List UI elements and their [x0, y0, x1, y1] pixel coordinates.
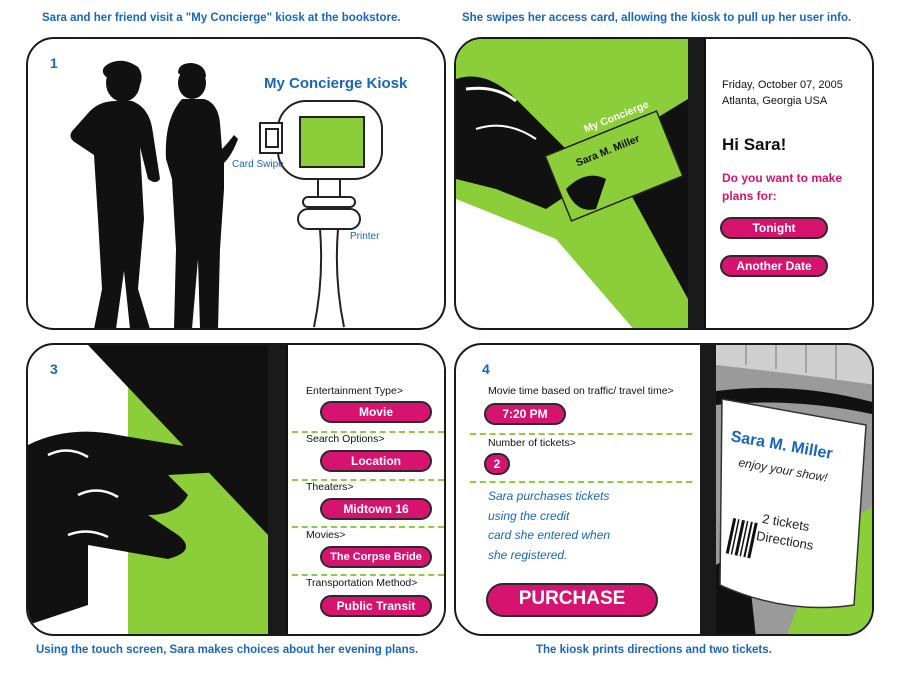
movies-label: Movies> — [306, 529, 346, 541]
movie-time-label: Movie time based on traffic/ travel time… — [488, 385, 674, 397]
divider — [292, 574, 444, 576]
purchase-note-line: using the credit — [488, 508, 570, 523]
another-date-button[interactable]: Another Date — [720, 255, 828, 277]
panel-3: 3 Entertainment Type> Movie Search Optio… — [26, 343, 446, 636]
divider — [292, 479, 444, 481]
kiosk-title: My Concierge Kiosk — [264, 75, 408, 92]
kiosk-screen — [286, 345, 444, 634]
tonight-button[interactable]: Tonight — [720, 217, 828, 239]
search-options-option[interactable]: Location — [320, 450, 432, 472]
caption-panel-1: Sara and her friend visit a "My Concierg… — [42, 12, 401, 24]
panel-4: 4 Movie time based on traffic/ travel ti… — [454, 343, 874, 636]
entertainment-type-option[interactable]: Movie — [320, 401, 432, 423]
divider — [292, 431, 444, 433]
tickets-option[interactable]: 2 — [484, 453, 510, 475]
divider — [292, 526, 444, 528]
panel-number: 4 — [482, 361, 490, 377]
search-options-label: Search Options> — [306, 433, 385, 445]
greeting: Hi Sara! — [722, 135, 787, 154]
panel-2: 2 My Concierge Sara M. Miller 4351 Frida… — [454, 37, 874, 330]
silhouettes-illustration — [70, 60, 383, 328]
purchase-note: Sara purchases tickets using the credit … — [488, 487, 610, 565]
purchase-note-line: card she entered when — [488, 528, 611, 542]
panel-number: 1 — [50, 55, 58, 71]
screen-divider — [700, 345, 716, 634]
caption-panel-4: The kiosk prints directions and two tick… — [536, 644, 772, 656]
movies-option[interactable]: The Corpse Bride — [320, 546, 432, 568]
printer-ticket-illustration — [716, 345, 872, 634]
plans-question: Do you want to make plans for: — [722, 171, 843, 203]
panel-1: 1 My Concierge Kiosk Card Swipe Printer — [26, 37, 446, 330]
tickets-label: Number of tickets> — [488, 437, 576, 449]
divider — [470, 433, 692, 435]
card-swipe-label: Card Swipe — [232, 159, 284, 170]
printer-label: Printer — [350, 231, 380, 242]
touch-hand-illustration — [28, 345, 286, 634]
screen-location: Atlanta, Georgia USA — [722, 95, 828, 107]
kiosk-screen — [704, 39, 872, 328]
caption-panel-2: She swipes her access card, allowing the… — [462, 12, 852, 24]
divider — [470, 481, 692, 483]
card-swipe-illustration — [456, 39, 704, 328]
transportation-method-label: Transportation Method> — [306, 577, 418, 589]
transportation-method-option[interactable]: Public Transit — [320, 595, 432, 617]
theaters-label: Theaters> — [306, 481, 354, 493]
panel-number: 3 — [50, 361, 58, 377]
caption-panel-3: Using the touch screen, Sara makes choic… — [36, 644, 419, 656]
purchase-note-line: Sara purchases tickets — [488, 489, 610, 503]
theaters-option[interactable]: Midtown 16 — [320, 498, 432, 520]
entertainment-type-label: Entertainment Type> — [306, 385, 403, 397]
movie-time-option[interactable]: 7:20 PM — [484, 403, 566, 425]
purchase-note-line: she registered. — [488, 547, 568, 562]
screen-date: Friday, October 07, 2005 — [722, 79, 843, 91]
purchase-button[interactable]: PURCHASE — [486, 583, 658, 617]
